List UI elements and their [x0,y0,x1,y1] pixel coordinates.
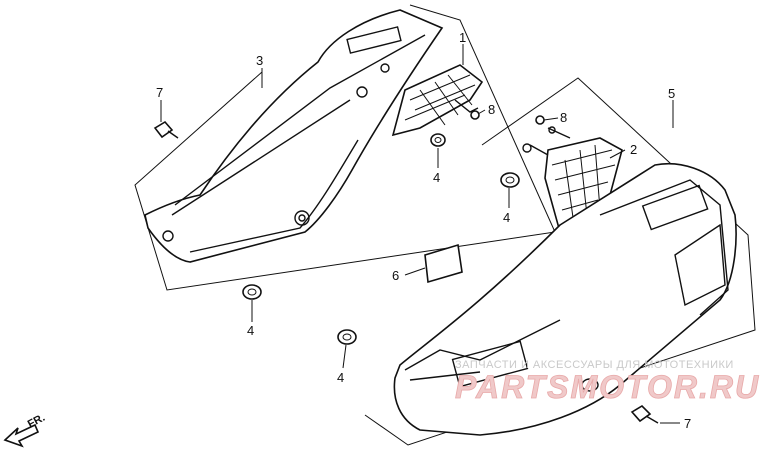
left-side-cover [144,9,444,263]
front-direction-arrow: FR. [3,412,47,448]
callout-4d: 4 [337,370,344,385]
watermark: ЗАПЧАСТИ И АКСЕССУАРЫ ДЛЯ МОТОТЕХНИКИ PA… [455,359,760,405]
callout-8b: 8 [560,110,567,125]
callout-1: 1 [459,30,466,45]
callout-8a: 8 [488,102,495,117]
callout-2: 2 [630,142,637,157]
grommet-4c [242,284,262,300]
right-side-cover [393,162,737,436]
callouts: 3 1 2 5 7 8 8 4 4 4 4 6 7 [156,30,691,431]
mesh-net-1 [391,64,484,137]
watermark-brand: PARTSMOTOR.RU [455,369,760,405]
callout-3: 3 [256,53,263,68]
watermark-tagline: ЗАПЧАСТИ И АКСЕССУАРЫ ДЛЯ МОТОТЕХНИКИ [455,359,734,371]
label-plate-6 [424,243,463,284]
leader-lines [160,44,680,424]
direction-label: FR. [26,412,47,431]
callout-5: 5 [668,86,675,101]
grommet-4d [337,329,357,345]
callout-7b: 7 [684,416,691,431]
left-cover-group-outline [134,4,556,291]
right-cover-group-outline [364,77,756,446]
screw-7b [630,404,659,424]
grommet-4b [500,172,520,188]
screw-7a [153,120,179,139]
callout-4a: 4 [433,170,440,185]
callout-7a: 7 [156,85,163,100]
callout-4c: 4 [247,323,254,338]
callout-4b: 4 [503,210,510,225]
grommet-4a [430,133,446,147]
screw-8b [535,115,545,125]
screw-8a [470,110,480,120]
callout-6: 6 [392,268,399,283]
